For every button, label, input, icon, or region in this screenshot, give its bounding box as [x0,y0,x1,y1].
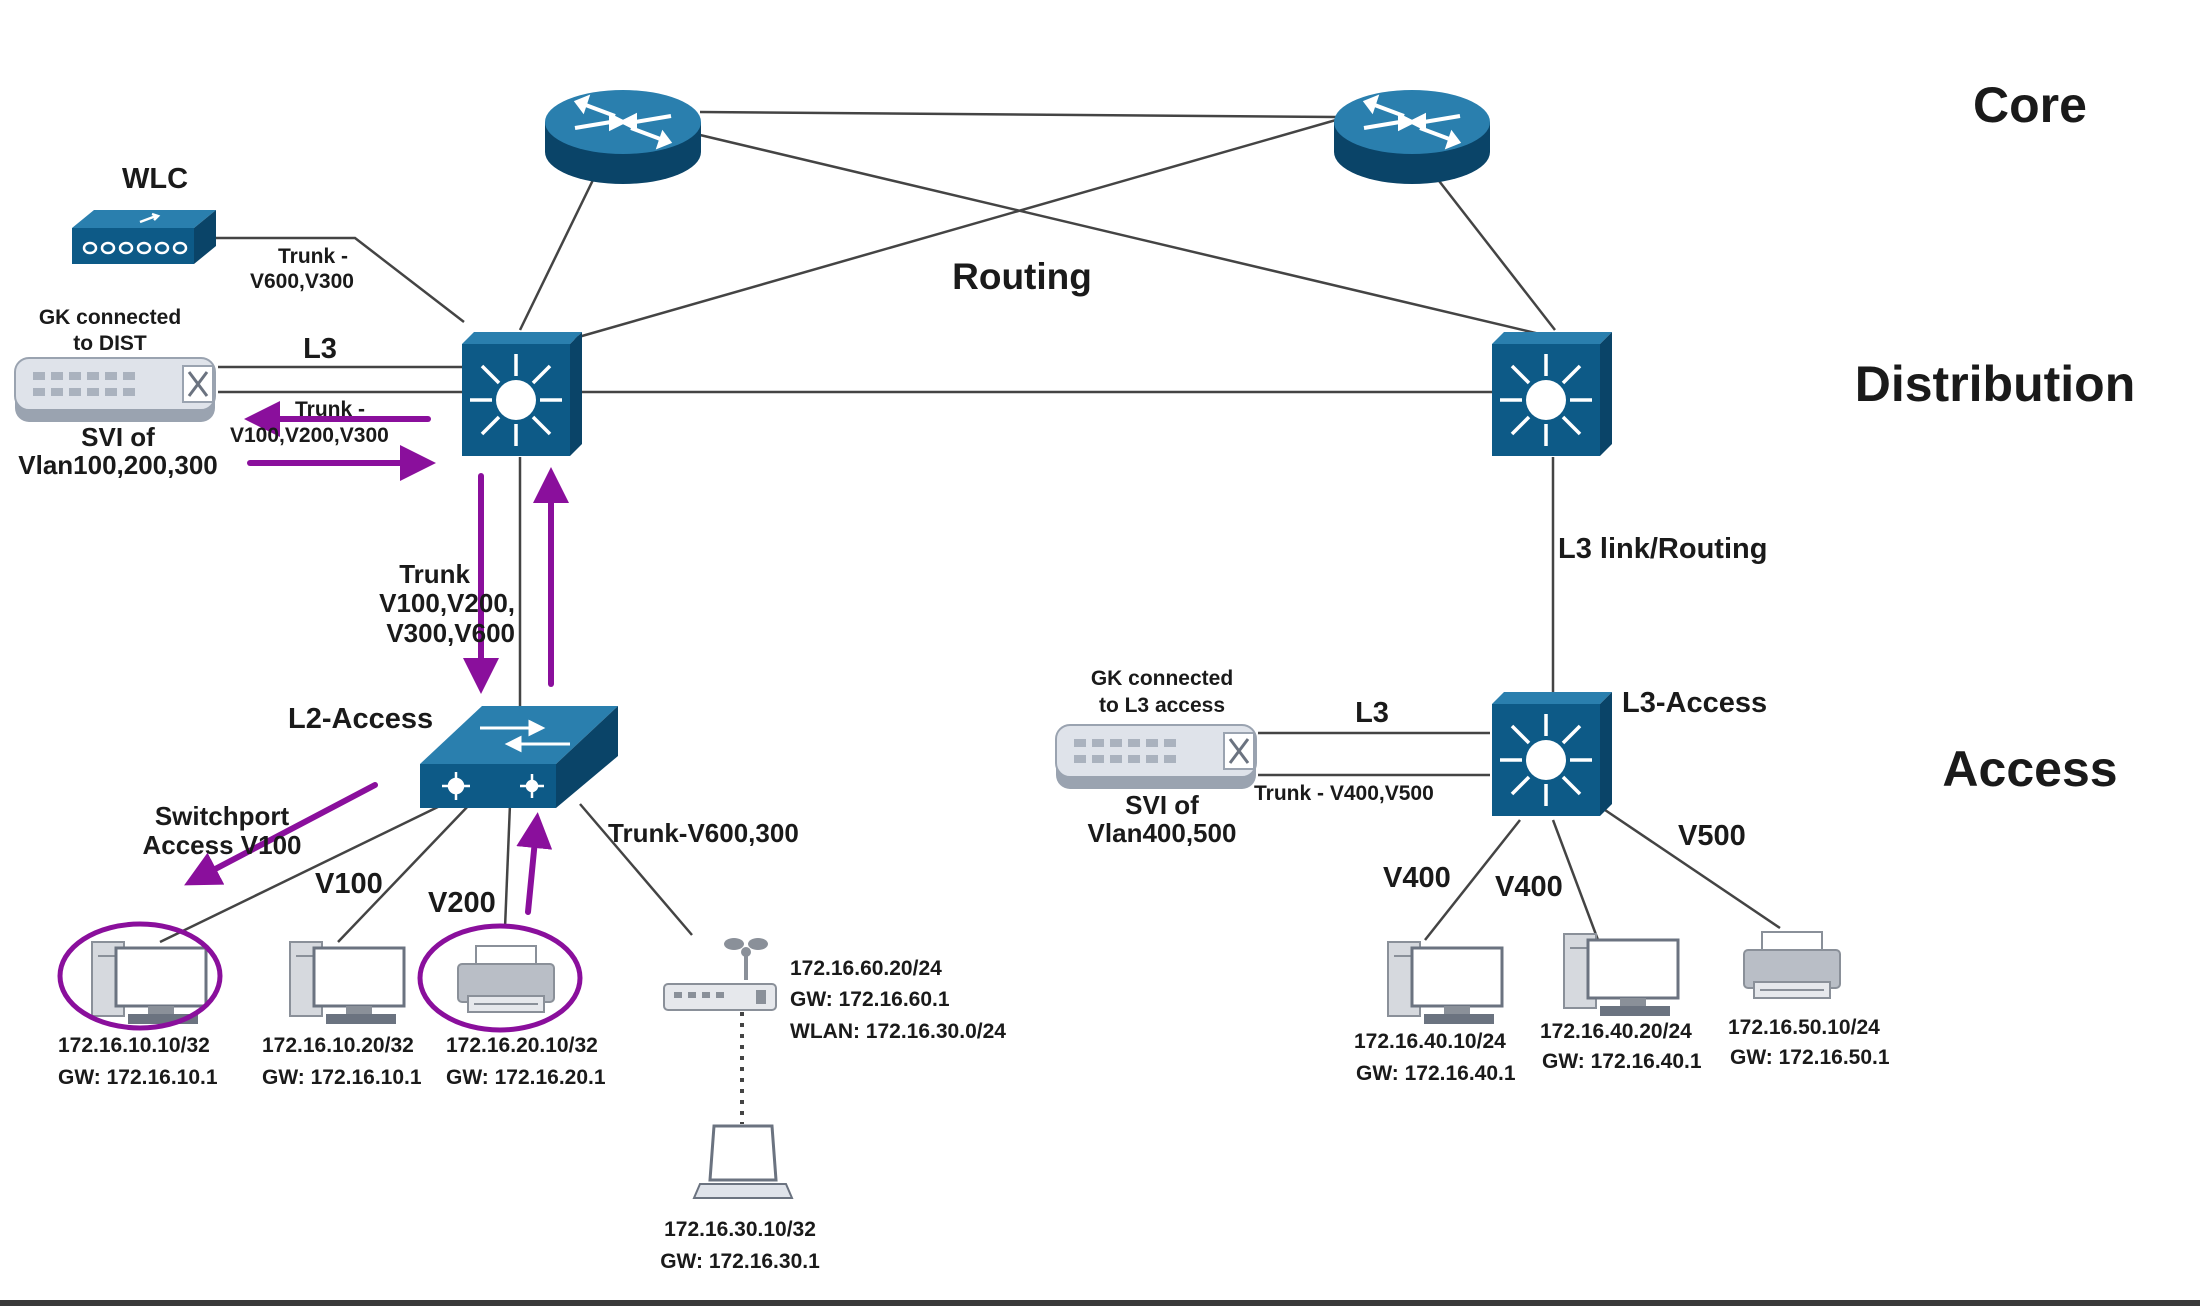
l3-host-1-ip: 172.16.40.10/24 [1354,1030,1506,1053]
distribution-switch-2-icon [1492,332,1612,456]
gk-dist-title-1: GK connected [39,306,181,329]
gk-dist-svi-1: SVI of [81,422,155,452]
l2-host2-link [337,803,471,943]
core1-core2-dist-link [699,133,1566,342]
v100-label: V100 [315,868,383,900]
ap-wlan: WLAN: 172.16.30.0/24 [790,1020,1006,1043]
routing-label: Routing [952,256,1092,297]
core-router-1-icon [545,90,701,184]
gk-l3-svi-2: Vlan400,500 [1088,818,1237,848]
gk-dist-trunk-1: Trunk - [295,398,365,421]
distribution-tier-label: Distribution [1855,356,2136,412]
l2-host3-link [503,803,512,929]
gk-l3-svi-1: SVI of [1125,790,1199,820]
laptop-ip: 172.16.30.10/32 [664,1218,816,1241]
l3-host-2-ip: 172.16.40.20/24 [1540,1020,1692,1043]
host-2-ip: 172.16.10.20/32 [262,1034,414,1057]
gk-dist-appliance-icon [14,357,216,422]
l3-host-2-gw: GW: 172.16.40.1 [1542,1050,1702,1073]
printer-icon-1 [457,945,555,1013]
gk-dist-l3-label: L3 [303,333,337,365]
distribution-switch-1-icon [462,332,582,456]
ap-ip: 172.16.60.20/24 [790,957,942,980]
pc-icon-2 [289,941,406,1024]
host-1-ip: 172.16.10.10/32 [58,1034,210,1057]
highlight-ring-printer-1 [417,923,583,1033]
printer-1-gw: GW: 172.16.20.1 [446,1066,606,1089]
l3-access-title: L3-Access [1622,687,1767,719]
v400-label-2: V400 [1495,871,1563,903]
wlc-icon [72,210,216,264]
l3-host3-link [1604,808,1781,930]
network-links [159,110,1781,1124]
v500-label: V500 [1678,820,1746,852]
l3-host2-link [1551,819,1600,941]
l3-printer-ip: 172.16.50.10/24 [1728,1016,1880,1039]
l2-ap-link [579,803,693,936]
ap-gw: GW: 172.16.60.1 [790,988,950,1011]
printer-icon-2 [1743,931,1841,999]
laptop-icon [692,1124,794,1199]
l2-access-switch-icon [420,706,618,808]
core-tier-label: Core [1973,77,2087,133]
pc-icon-1 [91,941,208,1024]
pc-icon-3 [1387,941,1504,1024]
gk-dist-svi-2: Vlan100,200,300 [18,450,218,480]
laptop-gw: GW: 172.16.30.1 [660,1250,820,1273]
l3-printer-gw: GW: 172.16.50.1 [1730,1046,1890,1069]
flow-arrows [184,401,569,915]
printer-1-ip: 172.16.20.10/32 [446,1034,598,1057]
switchport-label-1: Switchport [155,801,290,831]
core2-dist1-link [567,118,1337,342]
v200-label: V200 [428,887,496,919]
l2-host1-link [159,802,445,944]
gk-l3-appliance-icon [1055,724,1257,789]
core-router-2-icon [1334,90,1490,184]
gk-l3-trunk-label: Trunk - V400,V500 [1254,782,1434,805]
arrow-to-host [184,782,378,886]
uplink-trunk-1: Trunk [399,559,470,589]
trunk-ap-label: Trunk-V600,300 [608,818,799,848]
gk-dist-trunk-2: V100,V200,V300 [230,424,389,447]
highlight-ring-host-1 [57,921,223,1031]
l2-access-title: L2-Access [288,703,433,735]
wlc-trunk-label-2: V600,V300 [250,270,354,293]
highlights [57,921,583,1033]
host-1-gw: GW: 172.16.10.1 [58,1066,218,1089]
host-2-gw: GW: 172.16.10.1 [262,1066,422,1089]
arrow-up-from-printer [516,812,553,915]
l3-link-routing-label: L3 link/Routing [1558,533,1767,565]
core-core-link [699,110,1337,119]
uplink-trunk-2: V100,V200, [379,588,515,618]
gk-l3-title-1: GK connected [1091,667,1233,690]
gk-dist-title-2: to DIST [73,332,147,355]
access-point-icon [663,938,777,1011]
v400-label-1: V400 [1383,862,1451,894]
gk-l3-l3-label: L3 [1355,697,1389,729]
bottom-divider [0,1300,2200,1306]
wlc-title: WLC [122,163,188,195]
gk-l3-title-2: to L3 access [1099,694,1225,717]
access-tier-label: Access [1942,741,2117,797]
wlc-dist-link [212,236,465,323]
switchport-label-2: Access V100 [142,830,301,860]
l3-access-switch-icon [1492,692,1612,816]
wlc-trunk-label-1: Trunk - [278,245,348,268]
l3-host-1-gw: GW: 172.16.40.1 [1356,1062,1516,1085]
uplink-trunk-3: V300,V600 [386,618,515,648]
l3-host1-link [1424,819,1521,941]
pc-icon-4 [1563,933,1680,1016]
